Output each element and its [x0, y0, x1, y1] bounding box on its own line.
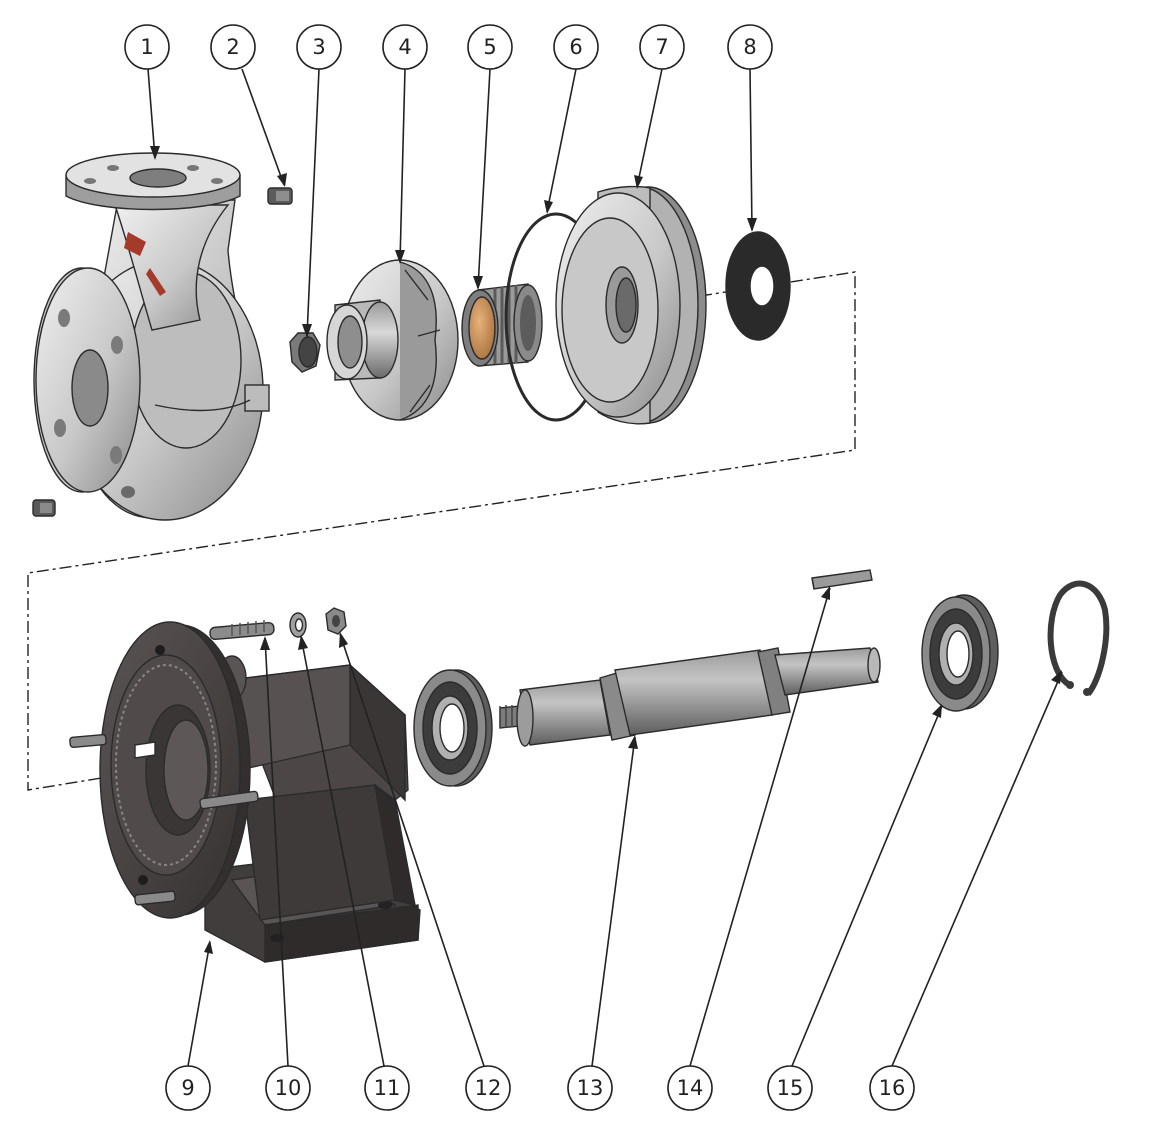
svg-text:14: 14 — [677, 1076, 704, 1100]
callout-2: 2 — [210, 24, 256, 70]
svg-text:7: 7 — [655, 35, 668, 59]
leader-10 — [264, 637, 289, 1067]
part-hex-nut — [325, 607, 347, 635]
svg-text:6: 6 — [569, 35, 582, 59]
part-gasket — [725, 231, 791, 341]
callout-balloons: 1 2 3 4 5 6 7 8 9 10 11 12 13 14 15 16 — [124, 24, 915, 1111]
leader-1 — [147, 68, 156, 159]
callout-14: 14 — [667, 1065, 713, 1111]
callout-10: 10 — [265, 1065, 311, 1111]
leader-9 — [187, 941, 211, 1067]
leader-15 — [791, 705, 943, 1067]
leader-2 — [241, 68, 285, 186]
leader-11 — [300, 636, 385, 1067]
leader-4 — [399, 68, 406, 263]
svg-text:4: 4 — [398, 35, 411, 59]
svg-text:8: 8 — [743, 35, 756, 59]
part-mechanical-seal — [461, 283, 543, 367]
svg-text:2: 2 — [226, 35, 239, 59]
callout-12: 12 — [465, 1065, 511, 1111]
leader-6 — [546, 68, 577, 213]
callout-16: 16 — [869, 1065, 915, 1111]
callout-5: 5 — [467, 24, 513, 70]
callout-6: 6 — [553, 24, 599, 70]
leader-13 — [591, 736, 636, 1067]
svg-text:12: 12 — [475, 1076, 502, 1100]
part-shaft — [499, 647, 881, 747]
callout-9: 9 — [165, 1065, 211, 1111]
leader-5 — [477, 68, 491, 289]
callout-4: 4 — [382, 24, 428, 70]
leader-3 — [306, 68, 320, 337]
svg-text:5: 5 — [483, 35, 496, 59]
part-seal-cover — [555, 185, 707, 425]
svg-text:10: 10 — [275, 1076, 302, 1100]
leader-7 — [636, 68, 663, 188]
part-front-bearing — [413, 669, 493, 787]
callout-3: 3 — [296, 24, 342, 70]
svg-text:3: 3 — [312, 35, 325, 59]
callout-8: 8 — [727, 24, 773, 70]
svg-text:9: 9 — [181, 1076, 194, 1100]
callout-13: 13 — [567, 1065, 613, 1111]
part-circlip — [1047, 580, 1110, 696]
assembly-centerline — [27, 271, 856, 791]
leader-arrowheads — [150, 146, 1062, 954]
leader-lines — [147, 68, 1063, 1067]
svg-text:1: 1 — [140, 35, 153, 59]
svg-text:15: 15 — [777, 1076, 804, 1100]
svg-text:16: 16 — [879, 1076, 906, 1100]
part-vent-plug — [267, 187, 293, 205]
callout-7: 7 — [639, 24, 685, 70]
part-impeller — [326, 259, 459, 421]
part-volute-casing — [32, 152, 270, 521]
part-key — [811, 569, 873, 590]
leader-12 — [339, 633, 485, 1067]
callout-15: 15 — [767, 1065, 813, 1111]
leader-16 — [891, 671, 1063, 1067]
svg-text:11: 11 — [374, 1076, 401, 1100]
svg-text:13: 13 — [577, 1076, 604, 1100]
part-stud — [209, 620, 275, 641]
leader-14 — [689, 587, 831, 1067]
part-washer — [289, 612, 307, 638]
part-bearing-housing — [69, 621, 421, 963]
leader-8 — [749, 68, 753, 231]
callout-1: 1 — [124, 24, 170, 70]
part-impeller-nut — [289, 332, 321, 373]
callout-11: 11 — [364, 1065, 410, 1111]
part-rear-bearing — [921, 594, 999, 712]
